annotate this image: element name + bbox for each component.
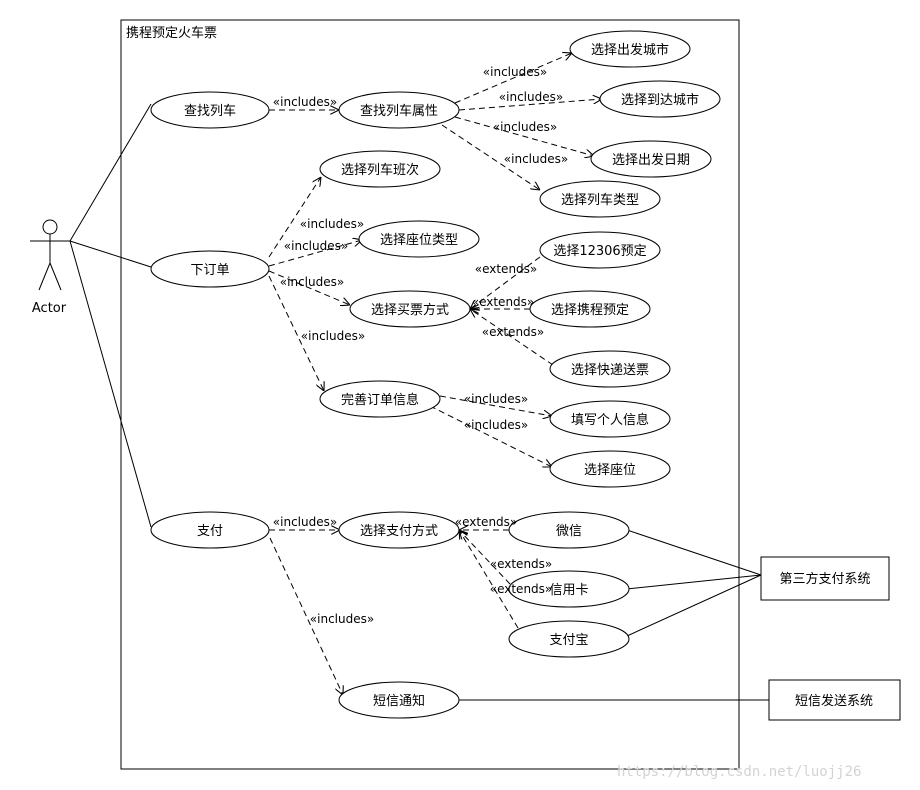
usecase-wechat[interactable] xyxy=(508,511,630,549)
usecase-seat-type[interactable] xyxy=(358,220,480,258)
assoc-alipay-third-party xyxy=(626,574,762,637)
usecase-train-no-label: 选择列车班次 xyxy=(341,162,419,178)
usecase-credit-card-label: 信用卡 xyxy=(549,583,588,598)
usecase-credit-card[interactable] xyxy=(508,570,630,608)
usecase-find-train-label: 查找列车 xyxy=(184,103,236,119)
external-third-party-payment[interactable] xyxy=(760,556,890,601)
actor-label: Actor xyxy=(32,301,67,316)
usecase-place-order-label: 下订单 xyxy=(190,263,229,278)
dep-order-buy-method xyxy=(268,270,350,305)
label-includes-train-no: «includes» xyxy=(300,217,364,231)
usecase-train-type-label: 选择列车类型 xyxy=(561,192,639,208)
label-includes-buy-method: «includes» xyxy=(280,275,344,289)
dep-creditcard-extends-pay xyxy=(459,530,511,585)
usecase-choose-seat[interactable] xyxy=(549,450,671,488)
label-extends-credit-card: «extends» xyxy=(490,557,553,571)
dep-complete-personal-info xyxy=(439,395,552,416)
label-includes-train-type: «includes» xyxy=(504,152,568,166)
usecase-arrive-city[interactable] xyxy=(599,80,721,118)
usecase-personal-info[interactable] xyxy=(549,400,671,438)
dep-order-seat-type xyxy=(268,240,362,267)
label-extends-wechat: «extends» xyxy=(455,515,518,529)
usecase-buy-method-label: 选择买票方式 xyxy=(371,302,449,318)
usecase-pay-label: 支付 xyxy=(197,524,223,539)
external-third-party-payment-label: 第三方支付系统 xyxy=(779,571,870,587)
usecase-sms-label: 短信通知 xyxy=(373,693,425,709)
assoc-actor-place-order xyxy=(69,240,152,268)
assoc-creditcard-third-party xyxy=(626,574,762,590)
assoc-wechat-third-party xyxy=(626,529,762,576)
usecase-find-train[interactable] xyxy=(150,91,270,129)
dep-order-complete xyxy=(268,275,324,391)
dep-attr-depart-city xyxy=(454,53,572,104)
usecase-choose-seat-label: 选择座位 xyxy=(584,463,636,478)
assoc-actor-find-train xyxy=(69,103,152,242)
usecase-pay-method[interactable] xyxy=(338,511,460,549)
usecase-express[interactable] xyxy=(549,350,671,388)
label-extends-ctrip: «extends» xyxy=(472,295,535,309)
usecase-train-no[interactable] xyxy=(319,150,441,188)
usecase-arrive-city-label: 选择到达城市 xyxy=(621,92,699,108)
dep-attr-depart-date xyxy=(454,116,594,156)
usecase-depart-city-label: 选择出发城市 xyxy=(591,42,669,58)
usecase-buy-method[interactable] xyxy=(349,290,471,328)
label-includes-pay-method: «includes» xyxy=(273,515,337,529)
label-includes-personal-info: «includes» xyxy=(464,392,528,406)
usecase-complete-order[interactable] xyxy=(319,380,441,418)
label-extends-express: «extends» xyxy=(482,325,545,339)
usecase-pay[interactable] xyxy=(150,511,270,549)
label-extends-12306: «extends» xyxy=(475,262,538,276)
system-boundary-title: 携程预定火车票 xyxy=(126,25,217,41)
label-includes-depart-date: «includes» xyxy=(493,120,557,134)
usecase-place-order[interactable] xyxy=(150,250,270,288)
usecase-complete-order-label: 完善订单信息 xyxy=(341,392,419,408)
label-extends-alipay: «extends» xyxy=(490,582,553,596)
label-includes-find-attr: «includes» xyxy=(273,95,337,109)
usecase-depart-date[interactable] xyxy=(590,140,712,178)
usecase-12306-label: 选择12306预定 xyxy=(553,244,646,259)
dep-attr-arrive-city xyxy=(458,99,602,111)
usecase-sms[interactable] xyxy=(338,681,460,719)
usecase-train-attr[interactable] xyxy=(338,91,460,129)
usecase-alipay-label: 支付宝 xyxy=(549,633,588,648)
watermark: https://blog.csdn.net/luojj26 xyxy=(617,764,861,780)
dep-pay-sms xyxy=(269,537,343,695)
label-includes-sms: «includes» xyxy=(310,612,374,626)
label-includes-complete-order: «includes» xyxy=(301,329,365,343)
usecase-ctrip[interactable] xyxy=(529,290,651,328)
usecase-ctrip-label: 选择携程预定 xyxy=(551,302,629,318)
assoc-actor-pay xyxy=(69,240,152,528)
label-includes-depart-city: «includes» xyxy=(483,65,547,79)
dep-order-train-no xyxy=(268,177,321,258)
usecase-pay-method-label: 选择支付方式 xyxy=(360,523,438,539)
usecase-12306[interactable] xyxy=(539,231,661,269)
dep-complete-choose-seat xyxy=(429,405,552,467)
usecase-train-attr-label: 查找列车属性 xyxy=(360,103,438,119)
label-includes-seat-type: «includes» xyxy=(284,239,348,253)
usecase-train-type[interactable] xyxy=(539,180,661,218)
usecase-depart-city[interactable] xyxy=(569,30,691,68)
label-includes-choose-seat: «includes» xyxy=(464,418,528,432)
dep-express-extends-buy xyxy=(470,309,554,366)
dep-12306-extends-buy xyxy=(470,250,549,309)
usecase-wechat-label: 微信 xyxy=(556,524,582,539)
actor-figure xyxy=(30,219,70,291)
usecase-alipay[interactable] xyxy=(508,620,630,658)
external-sms-system[interactable] xyxy=(768,679,901,721)
usecase-seat-type-label: 选择座位类型 xyxy=(380,233,458,248)
label-includes-arrive-city: «includes» xyxy=(499,90,563,104)
usecase-personal-info-label: 填写个人信息 xyxy=(571,412,649,428)
usecase-express-label: 选择快递送票 xyxy=(571,363,649,378)
external-sms-system-label: 短信发送系统 xyxy=(795,693,873,709)
usecase-depart-date-label: 选择出发日期 xyxy=(612,152,690,168)
dep-alipay-extends-pay xyxy=(459,530,519,629)
